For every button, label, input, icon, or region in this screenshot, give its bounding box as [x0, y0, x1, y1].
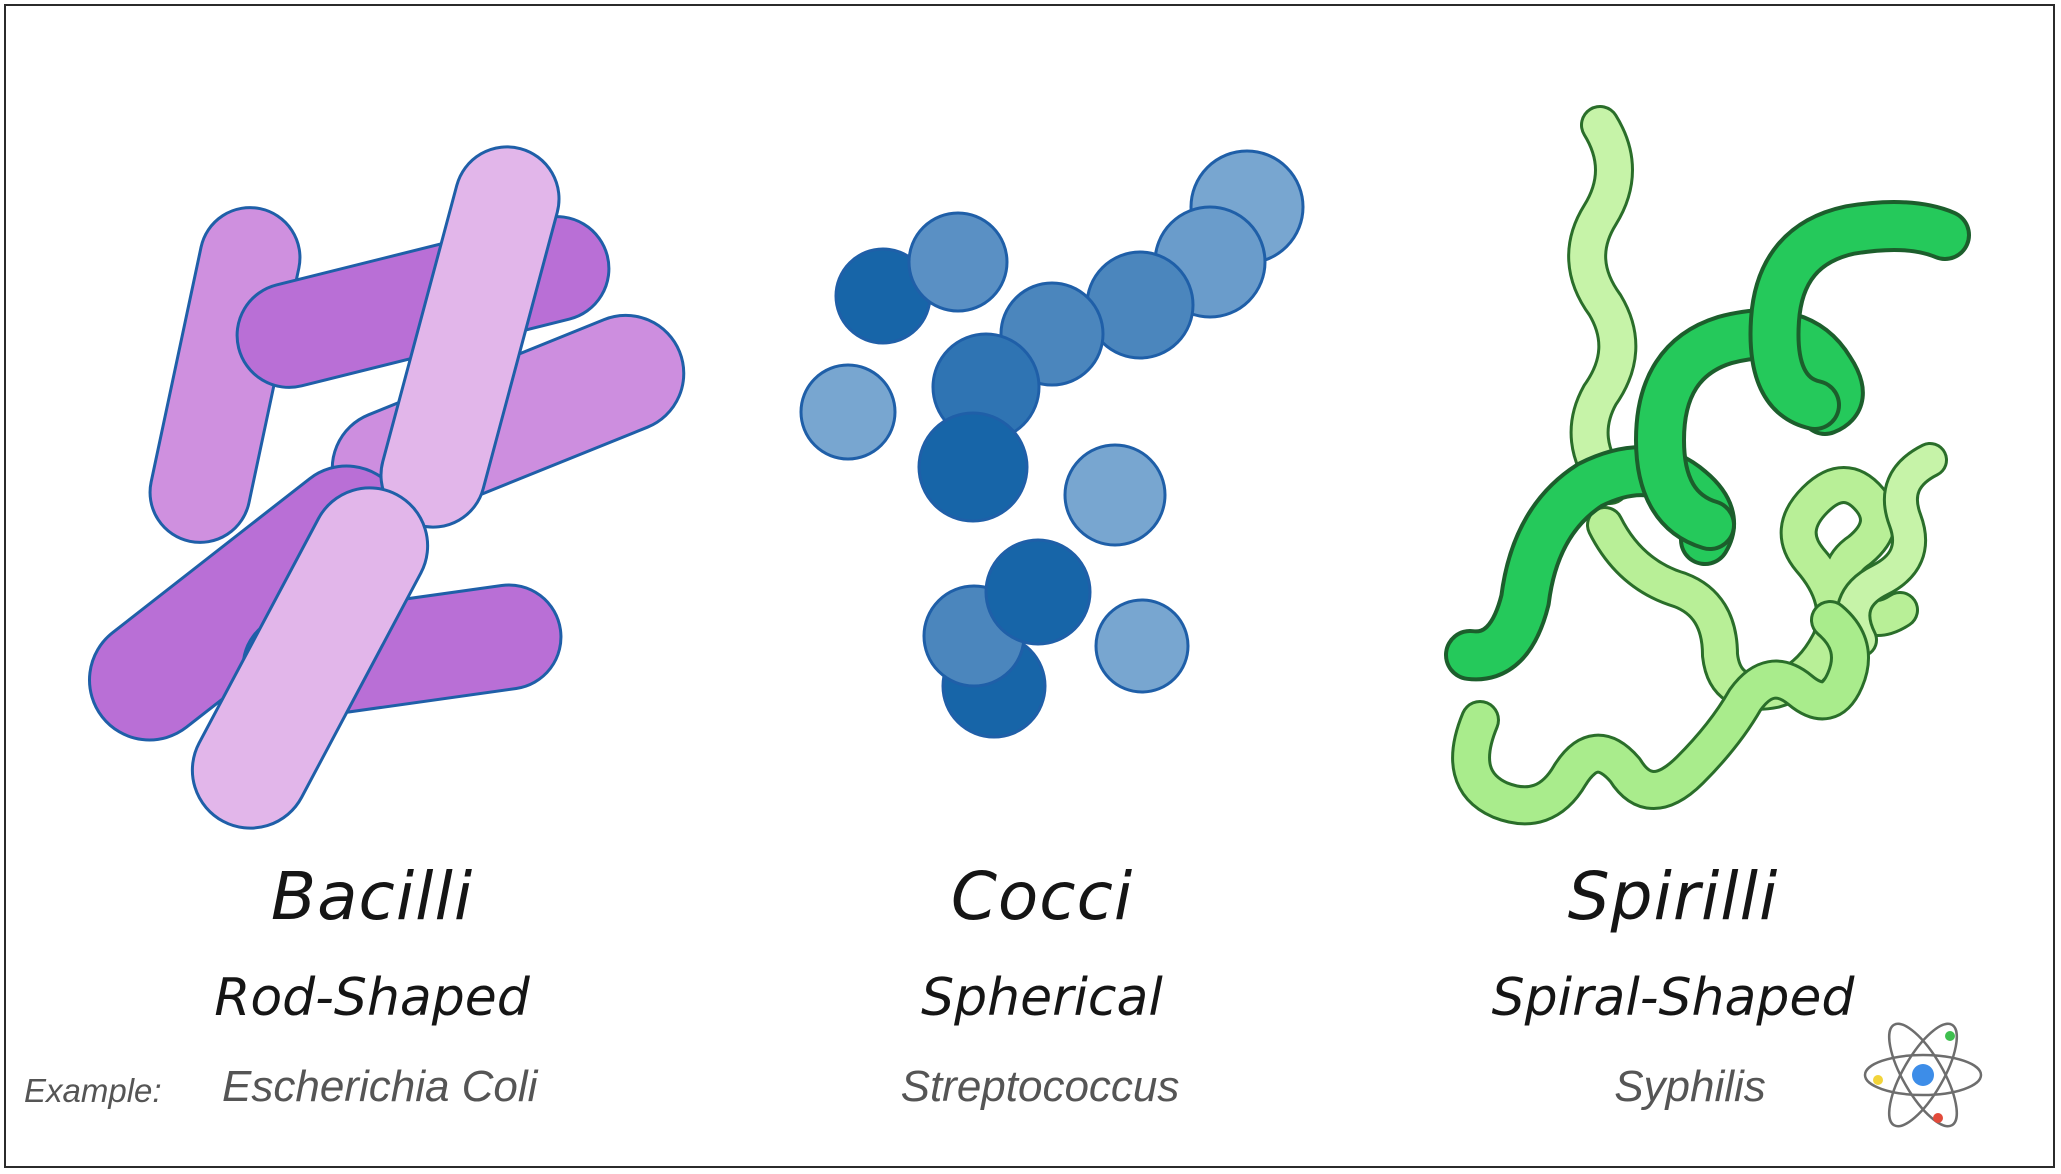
coccus	[909, 213, 1007, 311]
spirilli-example: Syphilis	[1540, 1062, 1840, 1112]
coccus	[1096, 600, 1188, 692]
example-label: Example:	[24, 1072, 162, 1110]
coccus	[919, 413, 1027, 521]
coccus	[1065, 445, 1165, 545]
coccus	[986, 540, 1090, 644]
spirilli-illustration	[1470, 125, 1945, 805]
bacilli-illustration	[65, 135, 701, 848]
coccus	[801, 365, 895, 459]
atom-icon	[1858, 1020, 1988, 1130]
cocci-title: Cocci	[792, 858, 1292, 935]
cocci-shape: Spherical	[792, 968, 1292, 1028]
cocci-example: Streptococcus	[860, 1062, 1220, 1112]
spirilli-shape: Spiral-Shaped	[1423, 968, 1923, 1028]
cocci-illustration	[801, 151, 1303, 737]
bacilli-title: Bacilli	[122, 858, 622, 935]
bacilli-example: Escherichia Coli	[222, 1062, 537, 1112]
bacilli-shape: Rod-Shaped	[122, 968, 622, 1028]
spirilli-title: Spirilli	[1423, 858, 1923, 935]
